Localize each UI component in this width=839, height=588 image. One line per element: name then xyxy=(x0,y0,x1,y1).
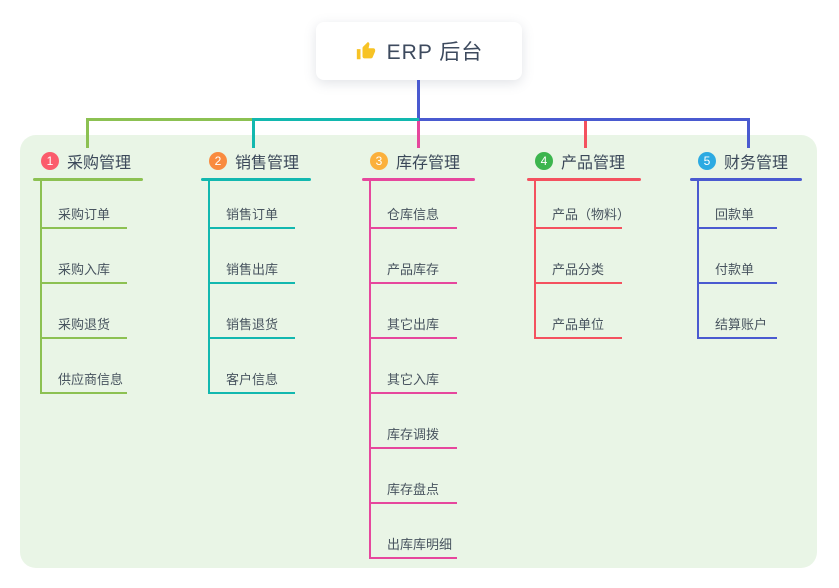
branch-child-rail xyxy=(369,181,371,559)
child-node[interactable]: 采购退货 xyxy=(58,317,111,332)
child-node[interactable]: 库存调拨 xyxy=(387,427,440,442)
connector-drop-product xyxy=(584,121,587,148)
child-node[interactable]: 库存盘点 xyxy=(387,482,440,497)
root-title: ERP 后台 xyxy=(386,41,484,64)
branch-inventory[interactable]: 3 库存管理 xyxy=(370,150,460,172)
branch-child-rail xyxy=(697,181,699,339)
child-underline xyxy=(369,502,457,504)
branch-badge: 5 xyxy=(698,152,716,170)
branch-badge: 4 xyxy=(535,152,553,170)
child-underline xyxy=(534,337,622,339)
branch-product[interactable]: 4 产品管理 xyxy=(535,150,625,172)
branch-underline xyxy=(362,178,475,181)
connector-drop-finance xyxy=(747,121,750,148)
child-node[interactable]: 产品单位 xyxy=(552,317,605,332)
child-node[interactable]: 付款单 xyxy=(715,262,755,277)
branch-child-rail xyxy=(40,181,42,394)
child-node[interactable]: 供应商信息 xyxy=(58,372,124,387)
branch-sales[interactable]: 2 销售管理 xyxy=(209,150,299,172)
connector-root-drop xyxy=(417,80,420,118)
branch-underline xyxy=(527,178,641,181)
child-node[interactable]: 采购入库 xyxy=(58,262,111,277)
child-underline xyxy=(40,392,127,394)
child-node[interactable]: 产品分类 xyxy=(552,262,605,277)
child-node[interactable]: 仓库信息 xyxy=(387,207,440,222)
branch-underline xyxy=(690,178,802,181)
connector-drop-sales xyxy=(252,121,255,148)
mindmap-canvas xyxy=(20,135,817,568)
branch-badge: 1 xyxy=(41,152,59,170)
connector-rail-teal xyxy=(252,118,421,121)
branch-finance[interactable]: 5 财务管理 xyxy=(698,150,788,172)
connector-drop-inventory xyxy=(417,121,420,148)
child-node[interactable]: 产品（物料） xyxy=(552,207,631,222)
child-underline xyxy=(369,282,457,284)
child-underline xyxy=(369,337,457,339)
child-underline xyxy=(40,282,127,284)
child-underline xyxy=(40,227,127,229)
connector-rail-green xyxy=(86,118,254,121)
connector-rail-blue xyxy=(419,118,750,121)
branch-badge: 3 xyxy=(370,152,388,170)
child-underline xyxy=(208,282,295,284)
child-node[interactable]: 结算账户 xyxy=(715,317,768,332)
child-node[interactable]: 销售退货 xyxy=(226,317,279,332)
child-underline xyxy=(208,227,295,229)
branch-badge: 2 xyxy=(209,152,227,170)
branch-child-rail xyxy=(534,181,536,339)
branch-label: 销售管理 xyxy=(235,155,300,172)
child-node[interactable]: 出库库明细 xyxy=(387,537,453,552)
child-underline xyxy=(369,227,457,229)
child-node[interactable]: 客户信息 xyxy=(226,372,279,387)
child-underline xyxy=(40,337,127,339)
child-node[interactable]: 其它入库 xyxy=(387,372,440,387)
child-node[interactable]: 其它出库 xyxy=(387,317,440,332)
child-underline xyxy=(369,557,457,559)
thumbs-up-icon xyxy=(356,41,375,60)
child-underline xyxy=(534,227,622,229)
child-underline xyxy=(369,447,457,449)
branch-purchase[interactable]: 1 采购管理 xyxy=(41,150,131,172)
branch-label: 库存管理 xyxy=(396,155,461,172)
child-node[interactable]: 产品库存 xyxy=(387,262,440,277)
branch-label: 财务管理 xyxy=(724,155,789,172)
root-node-erp[interactable]: ERP 后台 xyxy=(316,22,522,80)
child-underline xyxy=(208,392,295,394)
child-underline xyxy=(369,392,457,394)
branch-label: 采购管理 xyxy=(67,155,132,172)
child-underline xyxy=(697,227,777,229)
child-node[interactable]: 回款单 xyxy=(715,207,755,222)
child-underline xyxy=(534,282,622,284)
child-underline xyxy=(208,337,295,339)
branch-label: 产品管理 xyxy=(561,155,626,172)
child-underline xyxy=(697,337,777,339)
connector-drop-purchase xyxy=(86,121,89,148)
child-node[interactable]: 销售订单 xyxy=(226,207,279,222)
child-node[interactable]: 采购订单 xyxy=(58,207,111,222)
branch-underline xyxy=(33,178,143,181)
branch-child-rail xyxy=(208,181,210,394)
branch-underline xyxy=(201,178,311,181)
child-underline xyxy=(697,282,777,284)
child-node[interactable]: 销售出库 xyxy=(226,262,279,277)
